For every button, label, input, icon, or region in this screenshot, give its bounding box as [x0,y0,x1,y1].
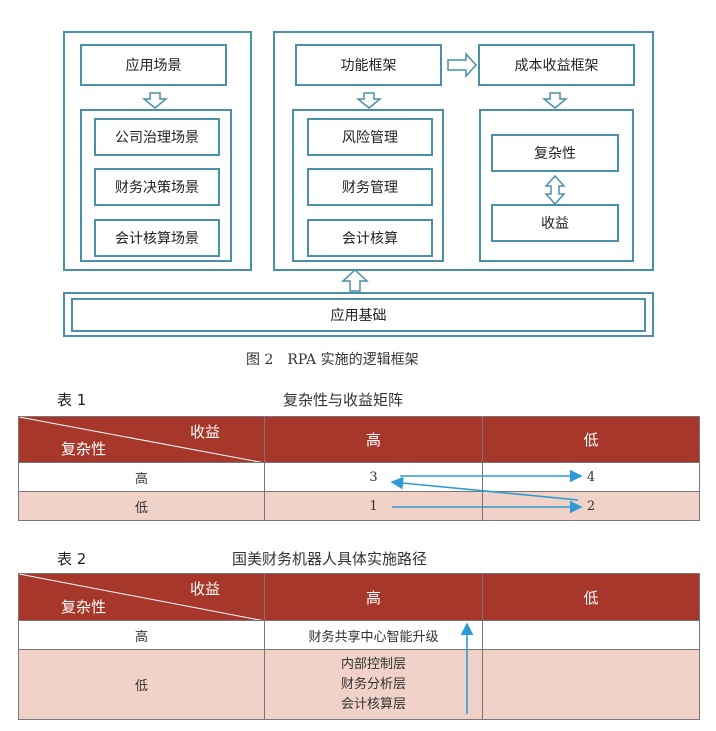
table2-cell: 财务共享中心智能升级 [264,620,483,650]
application-scenario-box: 应用场景 [80,44,227,86]
application-scenario-label: 应用场景 [125,58,182,74]
function-item-label: 财务管理 [342,180,398,196]
table1-corner-top: 收益 [189,423,220,441]
function-item-label: 风险管理 [342,130,398,146]
scenario-item-label: 公司治理场景 [115,130,199,146]
cost-benefit-framework-label: 成本收益框架 [514,58,599,74]
function-item-accounting: 会计核算 [307,219,433,257]
table2: 收益 复杂性 高 低 高 财务共享中心智能升级 低 内部控制层 财务分析层 会计… [18,573,700,720]
table2-row-label: 低 [18,649,265,720]
table2-corner-bottom: 复杂性 [61,598,107,616]
complexity-box: 复杂性 [491,134,619,172]
table2-corner-top: 收益 [189,580,220,598]
diagram-arrows [141,52,569,292]
table2-cell-line: 会计核算层 [340,696,406,712]
function-item-label: 会计核算 [342,231,398,247]
table1-cell: 1 [264,491,483,521]
table1-cell: 3 [264,462,483,492]
down-arrow-icon [355,92,383,109]
scenario-item-accounting: 会计核算场景 [94,219,220,257]
table2-cell-stack: 内部控制层 财务分析层 会计核算层 [264,649,483,720]
table1-title: 复杂性与收益矩阵 [283,391,404,409]
scenario-item-label: 会计核算场景 [115,231,199,247]
benefit-box: 收益 [491,204,619,242]
table1: 收益 复杂性 高 低 高 3 4 低 1 2 [18,416,700,521]
table1-corner-bottom: 复杂性 [61,440,107,458]
application-foundation-box: 应用基础 [71,298,646,332]
benefit-label: 收益 [541,216,569,232]
scenario-item-label: 财务决策场景 [115,180,199,196]
table1-corner-cell: 收益 复杂性 [18,416,265,463]
right-arrow-icon [447,52,478,78]
cost-benefit-framework-box: 成本收益框架 [478,44,635,86]
table2-title: 国美财务机器人具体实施路径 [232,550,428,568]
table1-col-header: 高 [264,416,483,463]
table1-cell: 4 [482,462,700,492]
table2-cell-line: 财务分析层 [340,676,406,692]
function-item-finance: 财务管理 [307,168,433,206]
complexity-label: 复杂性 [534,146,576,162]
double-arrow-icon [544,174,566,206]
application-foundation-label: 应用基础 [330,308,387,324]
table2-cell-line: 内部控制层 [340,656,406,672]
table2-col-header: 低 [482,573,700,621]
function-item-risk: 风险管理 [307,118,433,156]
table2-corner-cell: 收益 复杂性 [18,573,265,621]
table1-row-label: 低 [18,491,265,521]
up-arrow-icon [341,268,369,292]
table2-label: 表 2 [57,550,87,568]
scenario-item-decision: 财务决策场景 [94,168,220,206]
function-framework-label: 功能框架 [340,58,397,74]
figure-caption: 图 2 RPA 实施的逻辑框架 [246,352,419,368]
diagonal-line [19,417,260,462]
table1-label: 表 1 [57,391,87,409]
table2-cell [482,649,700,720]
function-framework-box: 功能框架 [295,44,442,86]
down-arrow-icon [541,92,569,109]
table1-row-label: 高 [18,462,265,492]
down-arrow-icon [141,92,169,109]
table1-cell: 2 [482,491,700,521]
scenario-item-governance: 公司治理场景 [94,118,220,156]
table1-col-header: 低 [482,416,700,463]
table2-row-label: 高 [18,620,265,650]
diagonal-line [19,574,260,620]
table2-col-header: 高 [264,573,483,621]
table2-cell [482,620,700,650]
